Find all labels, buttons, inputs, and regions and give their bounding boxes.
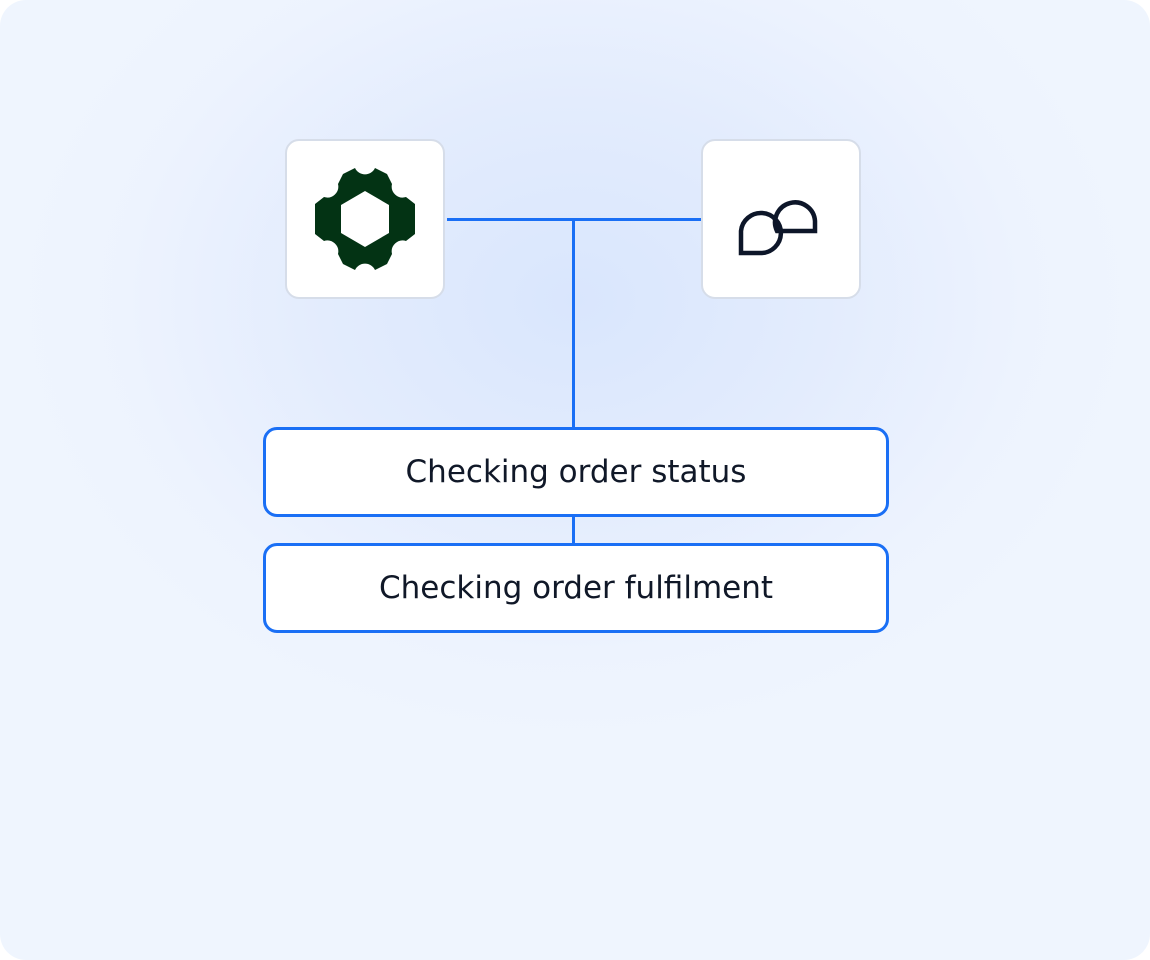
- step-order-status: Checking order status: [263, 427, 889, 517]
- step-order-fulfilment: Checking order fulfilment: [263, 543, 889, 633]
- step-label: Checking order status: [405, 454, 747, 490]
- gear-app-tile[interactable]: [285, 139, 445, 299]
- chat-app-tile[interactable]: [701, 139, 861, 299]
- chat-bubbles-icon: [738, 200, 818, 256]
- step-label: Checking order fulfilment: [378, 570, 774, 606]
- gear-icon: [315, 168, 415, 270]
- connector-vertical-between: [572, 515, 575, 545]
- connector-vertical-top: [572, 218, 575, 430]
